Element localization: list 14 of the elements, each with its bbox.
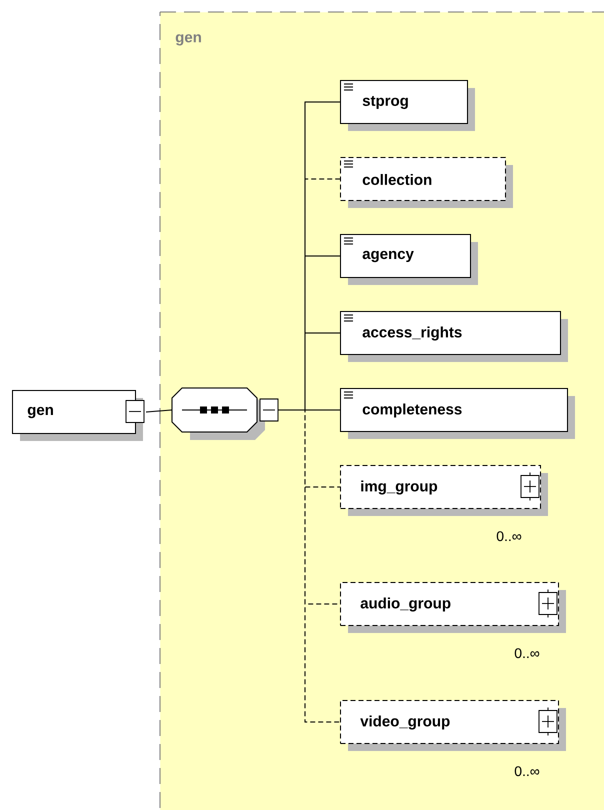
element-box: collection [340,157,513,208]
group-box: img_group [340,465,548,516]
multiplicity-label: 0..∞ [496,531,522,542]
group-box: audio_group [340,582,566,633]
element-box: gen [12,390,144,441]
multiplicity-label: 0..∞ [514,648,540,658]
connector-line [146,410,172,412]
group-box: video_group [340,700,566,751]
element-box: stprog [340,80,475,131]
element-box: agency [340,234,478,285]
element-box: completeness [340,388,575,439]
element-box: access_rights [340,311,568,362]
multiplicity-label: 0..∞ [514,766,540,776]
sequence-compositor [172,388,278,440]
